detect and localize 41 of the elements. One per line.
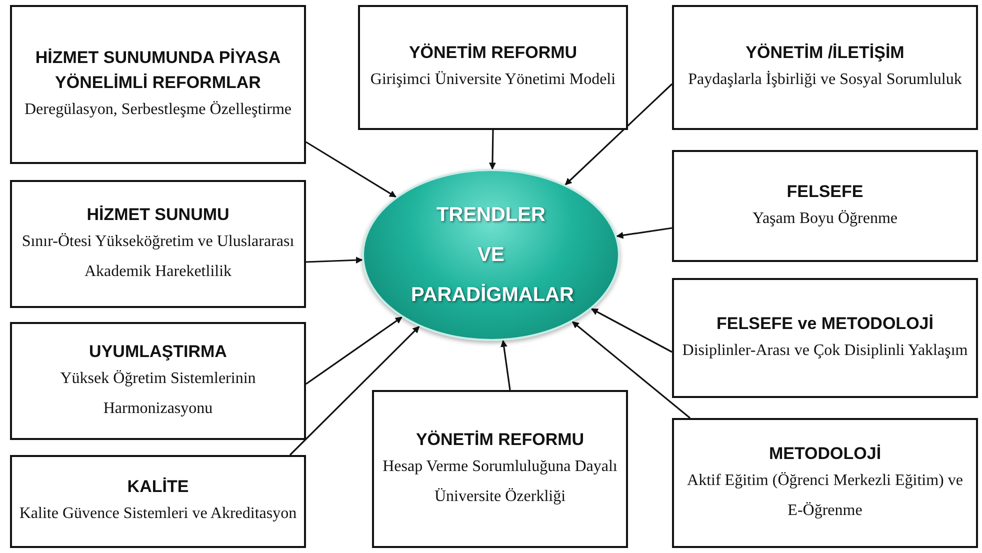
arrow [616, 227, 672, 239]
arrow [289, 326, 420, 456]
topic-box [10, 322, 306, 440]
topic-heading: YÖNETİM REFORMU [408, 42, 578, 64]
topic-box [10, 455, 306, 548]
arrow [306, 256, 363, 264]
topic-heading: KALİTE [127, 476, 189, 498]
topic-box [10, 5, 306, 164]
arrow [572, 321, 690, 419]
topic-box [10, 180, 306, 308]
arrow [488, 130, 496, 170]
topic-box [372, 390, 628, 548]
arrow [306, 316, 402, 385]
topic-heading: FELSEFE ve METODOLOJİ [716, 312, 934, 334]
topic-description: Hesap Verme Sorumluluğuna Dayalı Üniversite Özerkliği [382, 456, 618, 506]
topic-box [672, 150, 978, 262]
topic-heading: UYUMLAŞTIRMA [89, 340, 227, 362]
topic-description: Yaşam Boyu Öğrenme [752, 208, 898, 228]
topic-box [358, 5, 628, 130]
arrow [500, 340, 511, 390]
arrow [590, 308, 672, 353]
arrow [306, 141, 396, 198]
topic-box [672, 418, 978, 548]
topic-heading: YÖNETİM REFORMU [416, 428, 584, 450]
topic-description: Kalite Güvence Sistemleri ve Akreditasyon [19, 504, 297, 524]
topic-description: Deregülasyon, Serbestleşme Özelleştirme [24, 100, 292, 120]
topic-description: Aktif Eğitim (Öğrenci Merkezli Eğitim) ve E-Öğrenme [686, 470, 964, 520]
topic-heading: HİZMET SUNUMU [86, 204, 230, 226]
topic-description: Paydaşlarla İşbirliği ve Sosyal Sorumluluk [688, 70, 962, 90]
topic-description: Girişimci Üniversite Yönetimi Modeli [370, 70, 616, 90]
topic-box [672, 5, 978, 130]
topic-heading: FELSEFE [786, 180, 864, 202]
topic-heading: HİZMET SUNUMUNDA PİYASA YÖNELİMLİ REFORMLAR [34, 46, 282, 94]
topic-description: Yüksek Öğretim Sistemlerinin Harmonizasyonu [59, 368, 257, 418]
topic-description: Sınır-Ötesi Yükseköğretim ve Uluslararası Akademik Hareketlilik [20, 232, 296, 282]
topic-heading: YÖNETİM /İLETİŞİM [746, 42, 904, 64]
topic-box [672, 278, 978, 398]
topic-heading: METODOLOJİ [768, 442, 882, 464]
arrow [564, 83, 673, 186]
central-title: TRENDLER VE PARADİGMALAR [411, 203, 571, 308]
topic-description: Disiplinler-Arası ve Çok Disiplinli Yaklaşım [682, 340, 968, 360]
